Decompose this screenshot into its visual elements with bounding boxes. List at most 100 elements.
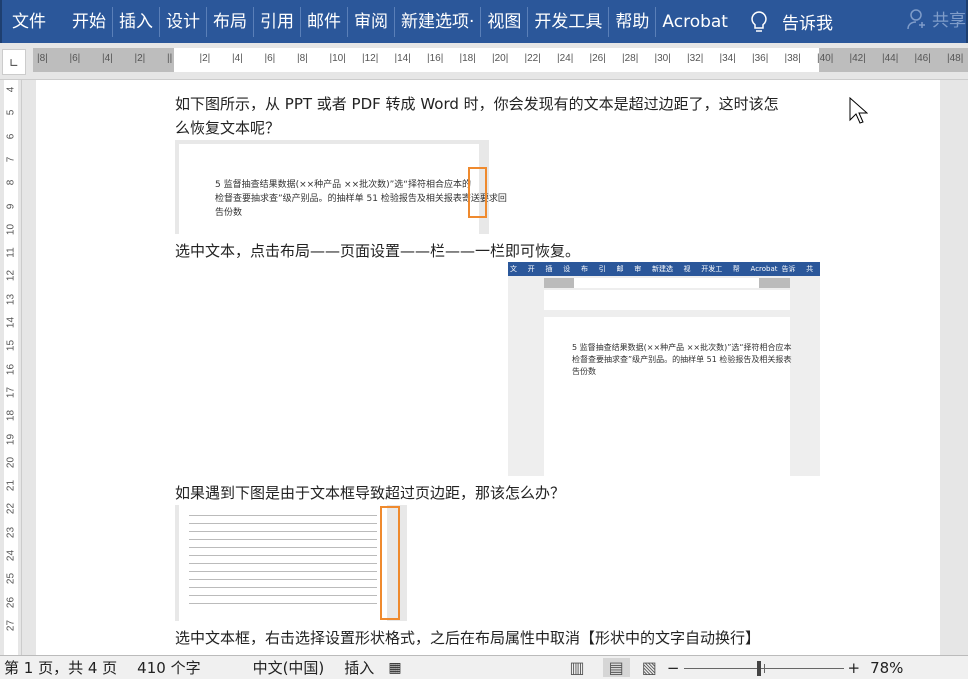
ruler-tick: 5 [5,110,17,116]
ruler-tick: 13 [5,293,17,305]
ruler-tick: |26| [589,53,606,64]
ruler-tick: |32| [687,53,704,64]
horizontal-ruler[interactable]: |8||6||4||2||||2||4||6||8||10||12||14||1… [33,48,968,72]
ruler-tick: |48| [947,53,964,64]
image-tab-label: 新建选项 [652,265,673,273]
ruler-tick: |2| [199,53,211,64]
tab-selector[interactable]: ∟ [2,49,26,75]
read-mode-icon[interactable]: ▥ [569,658,585,677]
web-layout-icon[interactable]: ▧ [641,658,657,677]
tab-help[interactable]: 帮助 [609,6,657,37]
tab-references[interactable]: 引用 [254,6,301,37]
image-tab-label: 文件 [510,265,517,273]
ruler-tick: 19 [5,433,17,445]
image-text: 检督查要抽求查”级产别品。的抽样单 51 检验报告及相关报表寄送要求回 [215,194,507,204]
tab-home[interactable]: 开始 [66,6,113,37]
ribbon-tabs: 文件 开始 插入 设计 布局 引用 邮件 审阅 新建选项· 视图 开发工具 帮助… [0,0,968,43]
tab-review[interactable]: 审阅 [348,6,395,37]
tab-design[interactable]: 设计 [160,6,207,37]
ruler-tick: |36| [752,53,769,64]
ruler-tick: |8| [297,53,308,64]
tab-file[interactable]: 文件 [12,11,46,32]
word-count[interactable]: 410 个字 [137,659,201,677]
ruler-tick: 8 [5,179,17,186]
tab-new[interactable]: 新建选项· [395,6,482,37]
paragraph: 选中文本框，右击选择设置形状格式，之后在布局属性中取消【形状中的文字自动换行】 [175,629,761,647]
share-label: 共享 [932,11,966,31]
zoom-slider[interactable] [683,660,844,676]
image-tab-label: 布局 [581,265,588,273]
ruler-tick: 4 [5,86,17,93]
ruler-tick: |10| [329,53,346,64]
status-bar: 第 1 页，共 4 页 410 个字 中文(中国) 插入 ▦ ▥ ▤ ▧ − +… [0,655,968,679]
image-tab-label: Acrobat [750,265,778,273]
ruler-tick: |6| [264,53,276,64]
ruler-tick: |38| [784,53,801,64]
image-tab-label: 告诉我 [781,265,796,273]
lightbulb-icon [751,10,767,32]
ruler-tick: 10 [5,223,17,235]
image-text: 检督查要抽求查”级产别品。的抽样单 51 检验报告及相关报表寄送要求回 [572,355,792,364]
language[interactable]: 中文(中国) [252,659,325,677]
share-button[interactable]: 共享 [906,6,966,31]
ruler-tick: || [167,53,173,64]
ruler-tick: |44| [882,53,899,64]
image-tab-label: 开始 [527,265,535,273]
ruler-tick: 18 [5,410,17,422]
ruler-tick: |6| [69,53,81,64]
image-tab-label: 审阅 [634,265,642,273]
ruler-tick: 21 [5,480,17,492]
tab-layout[interactable]: 布局 [207,6,254,37]
zoom-in-button[interactable]: + [847,658,861,677]
ruler-tick: |34| [719,53,736,64]
insert-mode[interactable]: 插入 [344,659,375,677]
mouse-cursor-icon [849,96,868,124]
image-tab-label: 帮助 [732,265,740,273]
tell-me[interactable]: 告诉我 [748,9,833,34]
ruler-tick: 11 [5,247,17,258]
ruler-tick: 24 [5,549,17,562]
vertical-scrollbar[interactable] [952,80,968,655]
tab-developer[interactable]: 开发工具 [528,6,610,37]
ruler-tick: |42| [849,53,866,64]
tab-insert[interactable]: 插入 [113,6,160,37]
image-tab-label: 视图 [683,265,691,273]
screenshot-image: 5 监督抽查结果数据(××种产品 ××批次数)”选“择符相合应本的 检督查要抽求… [175,140,507,234]
ruler-tick: 15 [5,340,17,352]
image-tab-label: 插入 [545,265,553,273]
ruler-tick: 6 [5,133,17,139]
ruler-tick: 17 [5,386,17,398]
image-text: 5 监督抽查结果数据(××种产品 ××批次数)”选“择符相合应本的 [572,343,792,352]
tab-view[interactable]: 视图 [481,6,529,37]
ruler-tick: |46| [914,53,931,64]
screenshot-image: 文件开始插入设计布局引用邮件审阅新建选项视图开发工具帮助Acrobat告诉我共享… [508,262,820,477]
ruler-tick: 14 [5,316,17,329]
ruler-tick: 26 [5,596,17,608]
ruler-tick: |14| [394,53,411,64]
macro-icon[interactable]: ▦ [388,659,402,676]
ruler-tick: |2| [134,53,146,64]
image-tab-label: 共享 [806,265,814,273]
ruler-tick: 12 [5,270,17,282]
paragraph: 如下图所示，从 PPT 或者 PDF 转成 Word 时，你会发现有的文本是超过… [175,95,779,113]
print-layout-icon[interactable]: ▤ [602,658,630,677]
image-tab-label: 设计 [563,265,571,273]
ruler-tick: |24| [557,53,574,64]
ruler-tick: |12| [362,53,379,64]
ruler-tick: |16| [427,53,444,64]
person-icon [907,8,925,29]
image-text: 告份数 [215,208,243,218]
tab-mailings[interactable]: 邮件 [301,6,348,37]
document-page[interactable]: 如下图所示，从 PPT 或者 PDF 转成 Word 时，你会发现有的文本是超过… [36,80,940,655]
ruler-tick: |20| [492,53,509,64]
zoom-level[interactable]: 78% [870,658,904,677]
image-text: 告份数 [572,367,596,376]
zoom-out-button[interactable]: − [666,658,680,677]
ruler-tick: |40| [817,53,834,64]
tab-acrobat[interactable]: Acrobat [662,11,728,32]
ruler-tick: |4| [232,53,243,64]
page-count[interactable]: 第 1 页，共 4 页 [4,659,118,677]
ruler-tick: |30| [654,53,671,64]
paragraph: 选中文本，点击布局——页面设置——栏——一栏即可恢复。 [175,242,581,260]
